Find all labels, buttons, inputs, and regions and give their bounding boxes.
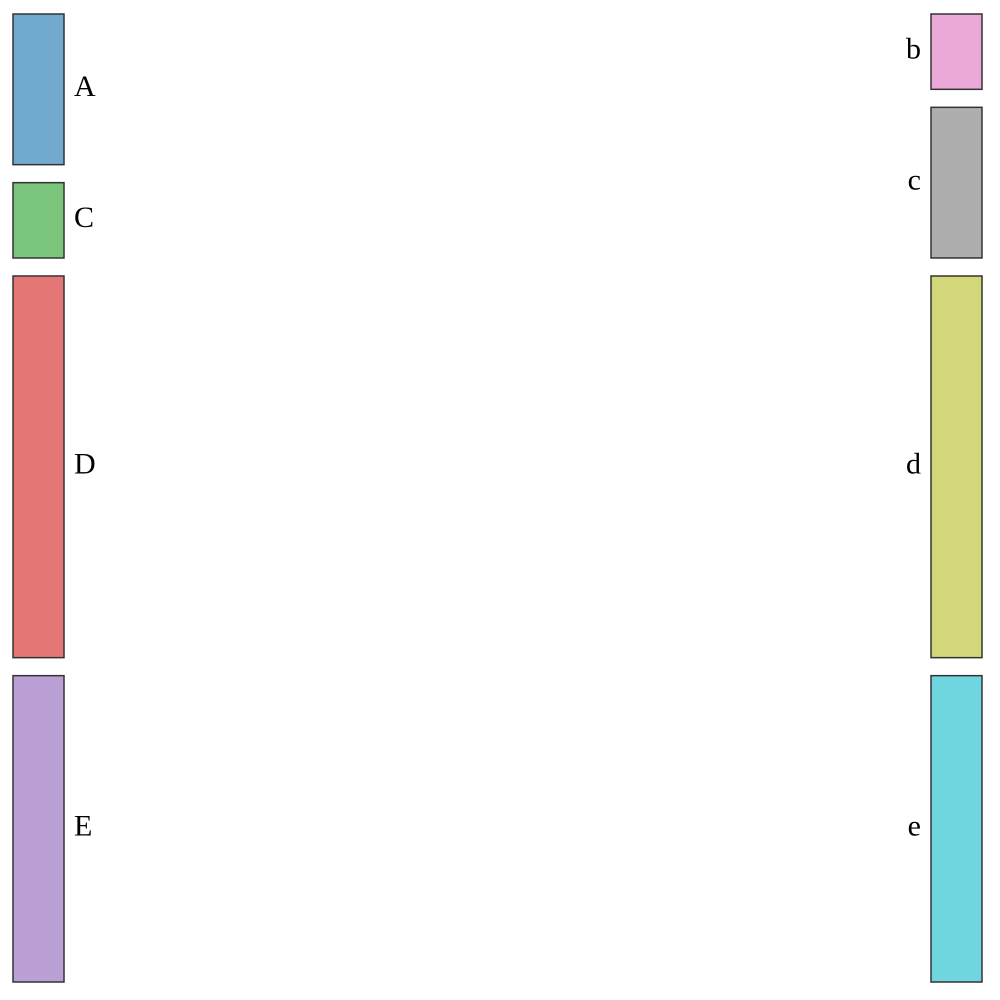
node-d [930, 275, 983, 659]
node-b [930, 13, 983, 91]
link-A-to-c [64, 14, 931, 258]
node-label-c: c [908, 164, 921, 197]
node-C [12, 181, 65, 259]
node-label-e: e [908, 810, 921, 843]
node-label-D: D [74, 448, 96, 481]
node-label-A: A [74, 70, 96, 103]
labels-layer: A C D Eb c d e [74, 33, 921, 843]
links-layer [64, 14, 931, 982]
link-D-to-d [64, 276, 931, 658]
node-e [930, 674, 983, 983]
node-label-E: E [74, 810, 92, 843]
nodes-layer [12, 13, 983, 983]
node-label-d: d [906, 448, 921, 481]
node-A [12, 13, 65, 166]
node-label-C: C [74, 201, 94, 234]
node-D [12, 275, 65, 659]
link-E-to-e [64, 676, 931, 982]
node-c [930, 106, 983, 259]
link-C-to-b [64, 14, 931, 258]
node-E [12, 674, 65, 983]
node-label-b: b [906, 33, 921, 66]
